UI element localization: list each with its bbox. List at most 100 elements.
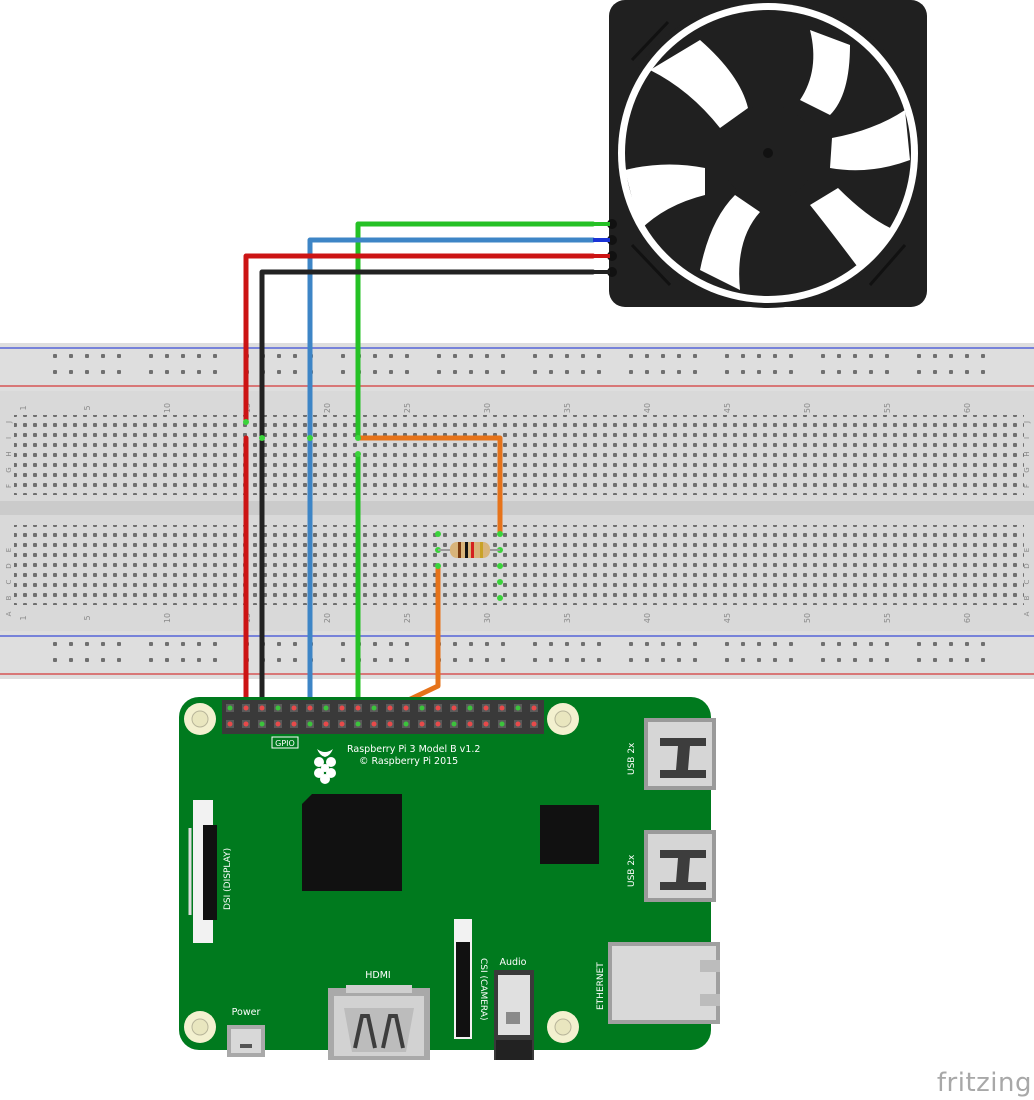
gpio-header bbox=[222, 700, 544, 734]
row-letter: J bbox=[5, 421, 13, 424]
rail-hole bbox=[101, 642, 105, 646]
usb-port-top bbox=[644, 718, 716, 790]
rail-hole bbox=[293, 658, 297, 662]
column-number: 10 bbox=[163, 613, 172, 623]
rail-hole bbox=[933, 658, 937, 662]
row-letter: E bbox=[5, 548, 13, 552]
power-rail-holes bbox=[53, 354, 985, 662]
usb-label-bottom: USB 2x bbox=[627, 854, 637, 887]
rail-hole bbox=[869, 642, 873, 646]
rail-hole bbox=[949, 370, 953, 374]
power-port bbox=[227, 1025, 265, 1057]
soc-chip bbox=[302, 794, 402, 891]
rail-hole bbox=[69, 370, 73, 374]
rail-hole bbox=[885, 658, 889, 662]
rail-hole bbox=[821, 370, 825, 374]
audio-jack bbox=[494, 970, 534, 1060]
column-number: 55 bbox=[883, 613, 892, 623]
rail-hole bbox=[373, 354, 377, 358]
rail-hole bbox=[437, 370, 441, 374]
rail-hole bbox=[501, 642, 505, 646]
rail-hole bbox=[293, 354, 297, 358]
rail-hole bbox=[469, 658, 473, 662]
rail-hole bbox=[885, 354, 889, 358]
rail-hole bbox=[277, 642, 281, 646]
rail-hole bbox=[389, 642, 393, 646]
rail-hole bbox=[117, 642, 121, 646]
column-number: 55 bbox=[883, 403, 892, 413]
rail-hole bbox=[645, 370, 649, 374]
rail-hole bbox=[485, 370, 489, 374]
rail-hole bbox=[837, 642, 841, 646]
rail-hole bbox=[341, 658, 345, 662]
rail-hole bbox=[53, 354, 57, 358]
column-number: 5 bbox=[83, 615, 92, 620]
rail-hole bbox=[469, 370, 473, 374]
rail-hole bbox=[773, 370, 777, 374]
rail-hole bbox=[181, 658, 185, 662]
rail-hole bbox=[581, 658, 585, 662]
rail-hole bbox=[789, 658, 793, 662]
rail-hole bbox=[965, 658, 969, 662]
rail-hole bbox=[629, 354, 633, 358]
rail-hole bbox=[405, 370, 409, 374]
rail-hole bbox=[693, 658, 697, 662]
column-number: 40 bbox=[643, 403, 652, 413]
rail-hole bbox=[165, 658, 169, 662]
rail-hole bbox=[645, 354, 649, 358]
rail-hole bbox=[341, 354, 345, 358]
rail-hole bbox=[197, 370, 201, 374]
row-letter: B bbox=[5, 595, 13, 600]
rail-hole bbox=[213, 370, 217, 374]
rail-hole bbox=[933, 370, 937, 374]
rail-hole bbox=[197, 354, 201, 358]
column-number: 35 bbox=[563, 613, 572, 623]
gpio-label: GPIO bbox=[275, 739, 295, 748]
rail-hole bbox=[341, 370, 345, 374]
raspberry-pi-board: GPIO Raspberry Pi 3 Model B v1.2 © Raspb… bbox=[179, 697, 720, 1060]
rail-hole bbox=[949, 642, 953, 646]
rail-hole bbox=[981, 658, 985, 662]
rail-hole bbox=[277, 370, 281, 374]
rail-hole bbox=[789, 642, 793, 646]
rail-hole bbox=[85, 354, 89, 358]
rail-hole bbox=[773, 354, 777, 358]
connection-markers bbox=[243, 419, 503, 601]
row-letter: H bbox=[5, 451, 13, 456]
red-wire bbox=[243, 253, 596, 425]
cooling-fan-icon bbox=[607, 0, 927, 308]
rail-hole bbox=[533, 642, 537, 646]
row-letter: I bbox=[1023, 437, 1031, 439]
dsi-label: DSI (DISPLAY) bbox=[223, 848, 233, 910]
rail-hole bbox=[693, 370, 697, 374]
rail-hole bbox=[181, 370, 185, 374]
top-terminal-holes bbox=[14, 415, 1024, 495]
rail-hole bbox=[53, 370, 57, 374]
pi-wires bbox=[243, 435, 503, 727]
audio-label: Audio bbox=[499, 957, 526, 968]
fritzing-watermark: fritzing bbox=[936, 1068, 1032, 1098]
rail-hole bbox=[629, 370, 633, 374]
rail-hole bbox=[549, 354, 553, 358]
rail-hole bbox=[85, 658, 89, 662]
rail-hole bbox=[213, 658, 217, 662]
rail-hole bbox=[677, 658, 681, 662]
row-letter: D bbox=[1023, 563, 1031, 568]
rail-hole bbox=[549, 370, 553, 374]
pcb bbox=[179, 697, 711, 1050]
rail-hole bbox=[85, 370, 89, 374]
rail-hole bbox=[149, 370, 153, 374]
rail-hole bbox=[837, 658, 841, 662]
rail-hole bbox=[69, 642, 73, 646]
hdmi-label: HDMI bbox=[365, 970, 390, 981]
rail-hole bbox=[837, 354, 841, 358]
usb-port-bottom bbox=[644, 830, 716, 902]
black-wire bbox=[259, 269, 596, 441]
column-number: 5 bbox=[83, 405, 92, 410]
row-letter: H bbox=[1023, 451, 1031, 456]
rail-hole bbox=[53, 642, 57, 646]
row-letter: A bbox=[5, 611, 13, 616]
row-letter: A bbox=[1023, 611, 1031, 616]
